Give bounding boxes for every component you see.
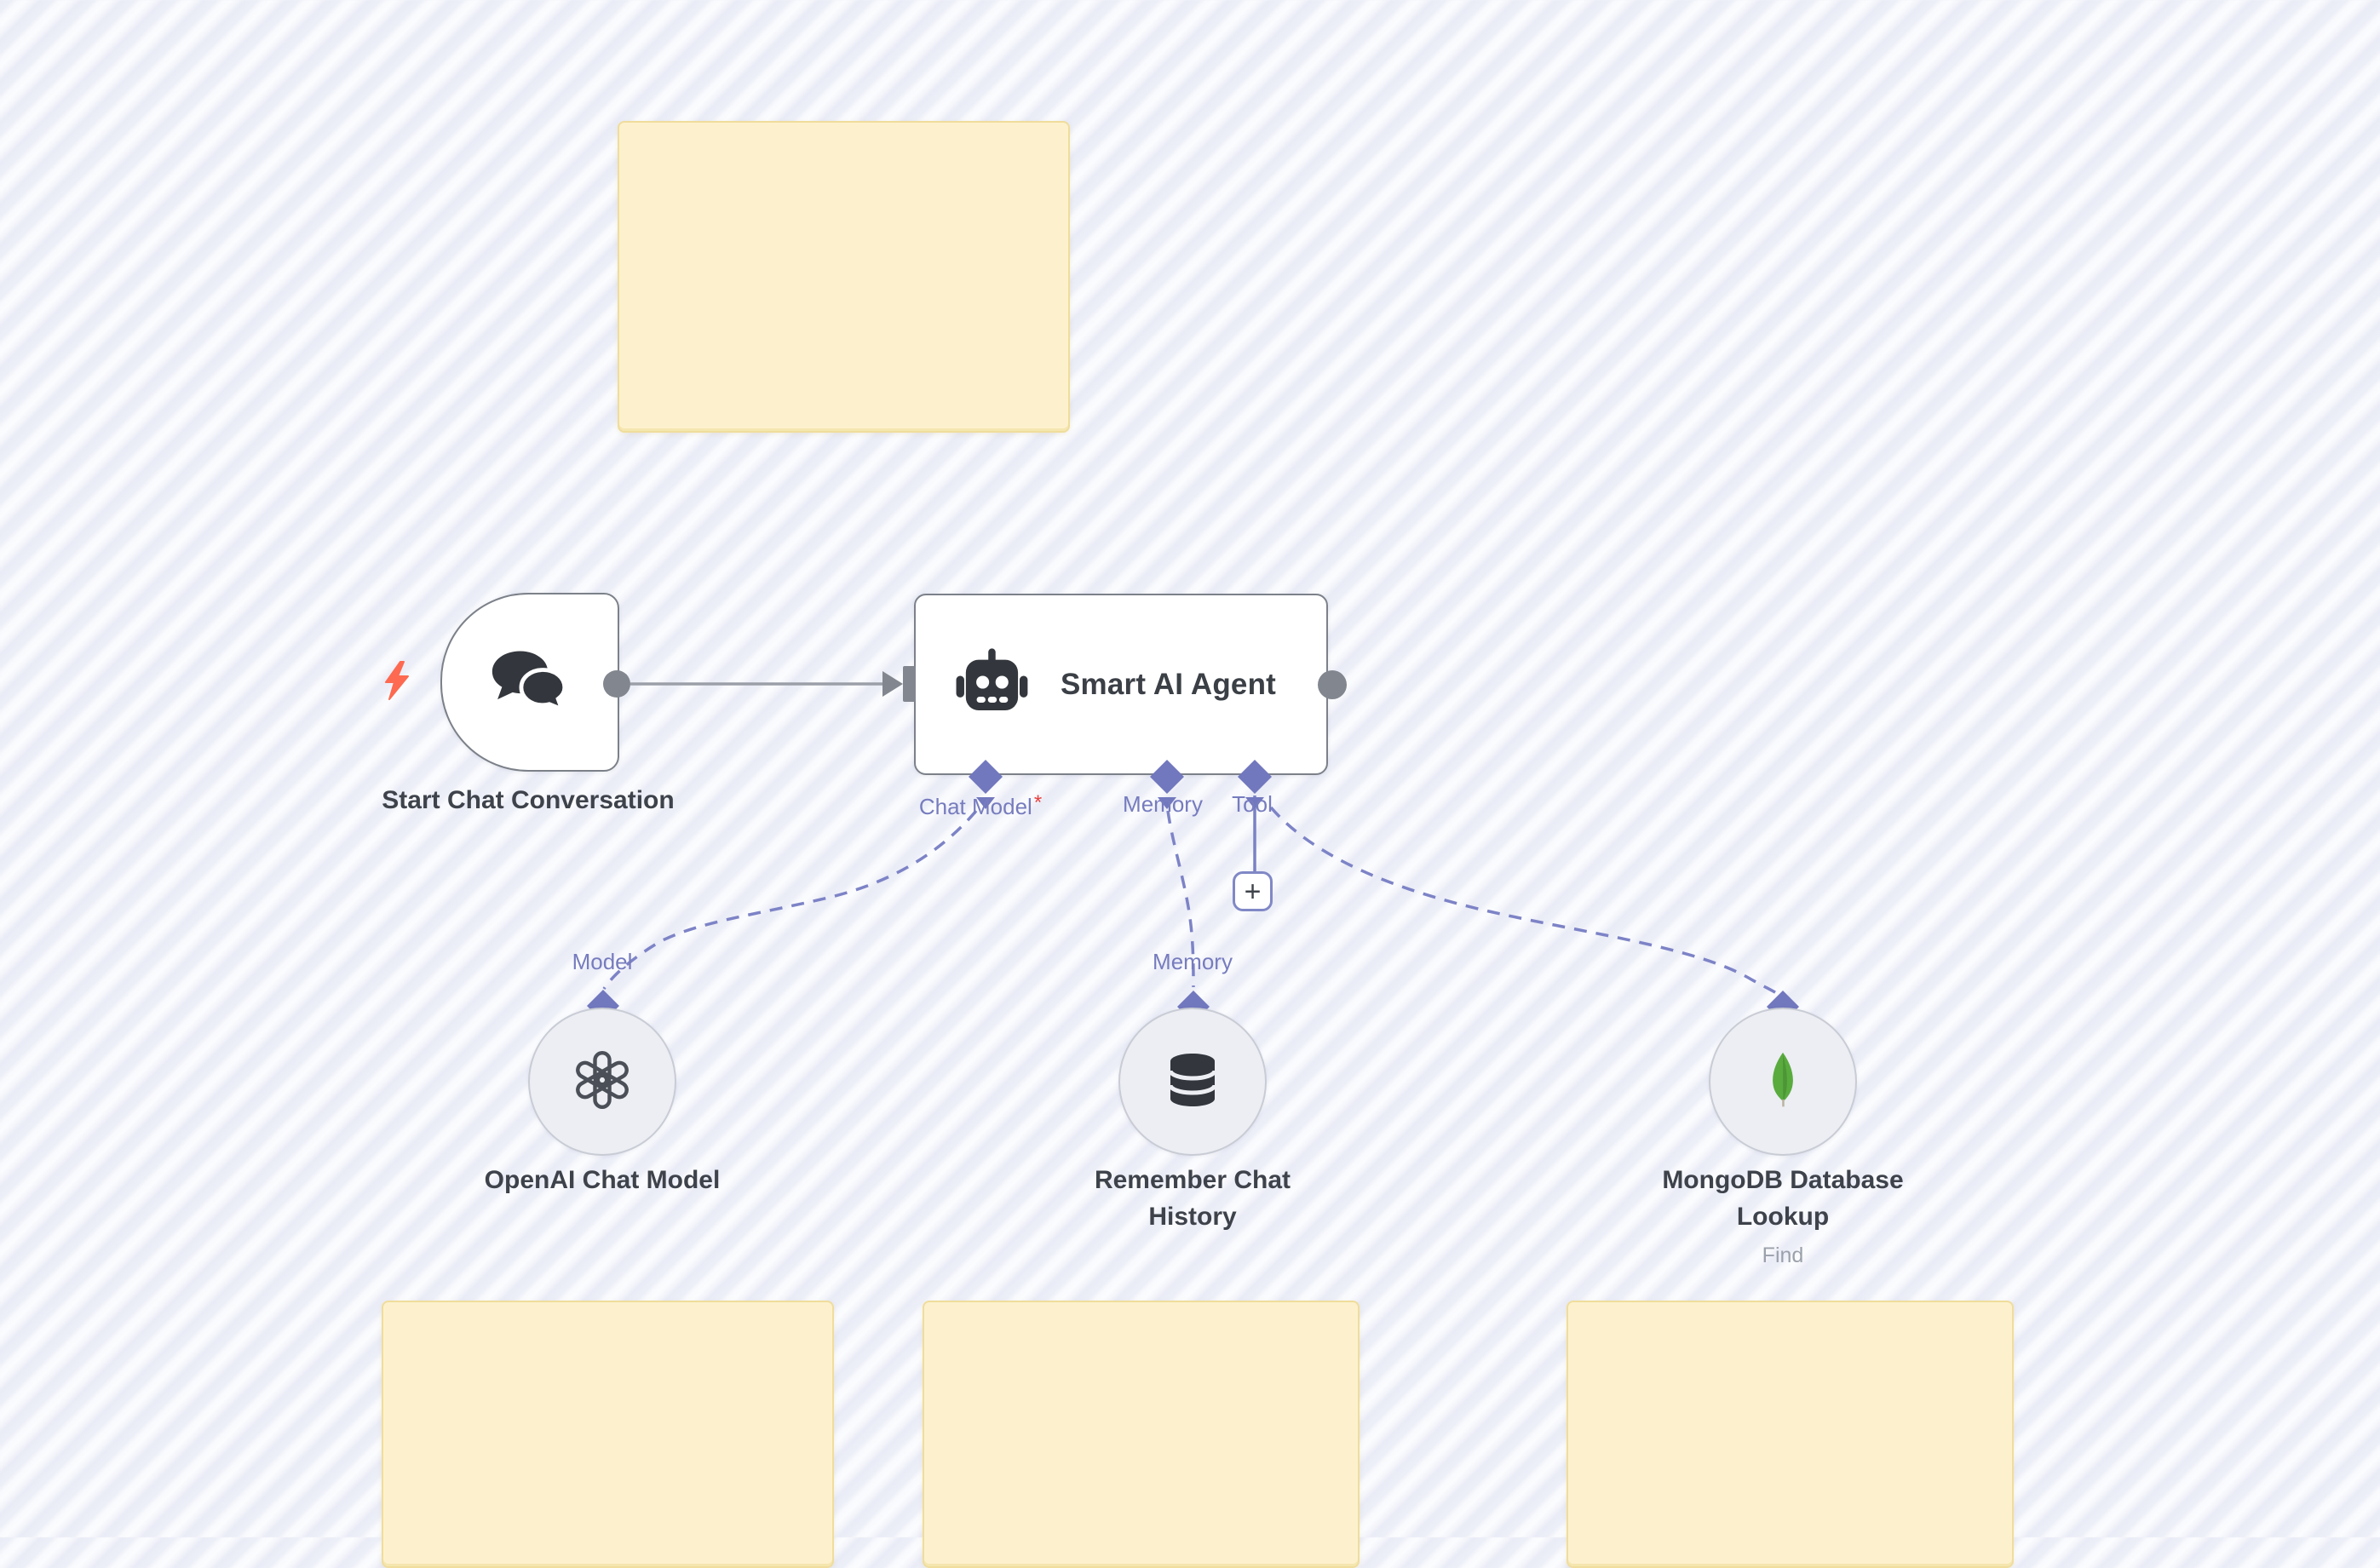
required-marker: * <box>1033 791 1043 814</box>
add-tool-button[interactable]: + <box>1233 871 1273 911</box>
node-start-chat-conversation[interactable] <box>440 593 619 772</box>
agent-port-label-tool: Tool <box>1232 791 1273 817</box>
node-title-smart-ai-agent: Smart AI Agent <box>1061 667 1277 701</box>
sticky-note-top[interactable] <box>618 121 1070 433</box>
sticky-note-bottom-middle[interactable] <box>923 1301 1360 1568</box>
node-label-openai-chat-model: OpenAI Chat Model <box>484 1166 721 1194</box>
agent-input-arrow-icon <box>882 671 903 697</box>
node-label-mongodb-database-lookup: MongoDB Database Lookup Find <box>1638 1162 1928 1268</box>
sticky-note-bottom-right[interactable] <box>1567 1301 2014 1568</box>
agent-port-label-memory: Memory <box>1123 791 1203 817</box>
agent-port-label-chat-model: Chat Model* <box>918 791 1043 819</box>
node-label-remember-chat-history: Remember Chat History <box>1094 1166 1291 1231</box>
node-mongodb-database-lookup[interactable] <box>1709 1008 1857 1156</box>
memory-port-label-memory: Memory <box>1153 949 1233 974</box>
node-remember-chat-history[interactable] <box>1118 1008 1267 1156</box>
mongo-subtitle: Find <box>1762 1243 1804 1267</box>
plus-icon: + <box>1244 875 1262 908</box>
chat-bubbles-icon <box>489 647 571 718</box>
mongodb-leaf-icon <box>1767 1049 1799 1115</box>
node-label-start-chat-conversation: Start Chat Conversation <box>382 786 675 814</box>
database-icon <box>1167 1052 1218 1112</box>
connection-tool-dashed[interactable] <box>1269 806 1779 996</box>
sticky-note-bottom-left[interactable] <box>382 1301 834 1568</box>
mongo-label-text: MongoDB Database Lookup <box>1662 1166 1904 1231</box>
trigger-lightning-icon <box>380 661 412 704</box>
connection-chat-model-dashed[interactable] <box>602 809 978 990</box>
openai-logo-icon <box>571 1048 634 1116</box>
openai-port-label-model: Model <box>572 949 633 974</box>
node-openai-chat-model[interactable] <box>528 1008 676 1156</box>
robot-icon <box>950 648 1033 721</box>
node-smart-ai-agent[interactable]: Smart AI Agent <box>914 594 1328 775</box>
